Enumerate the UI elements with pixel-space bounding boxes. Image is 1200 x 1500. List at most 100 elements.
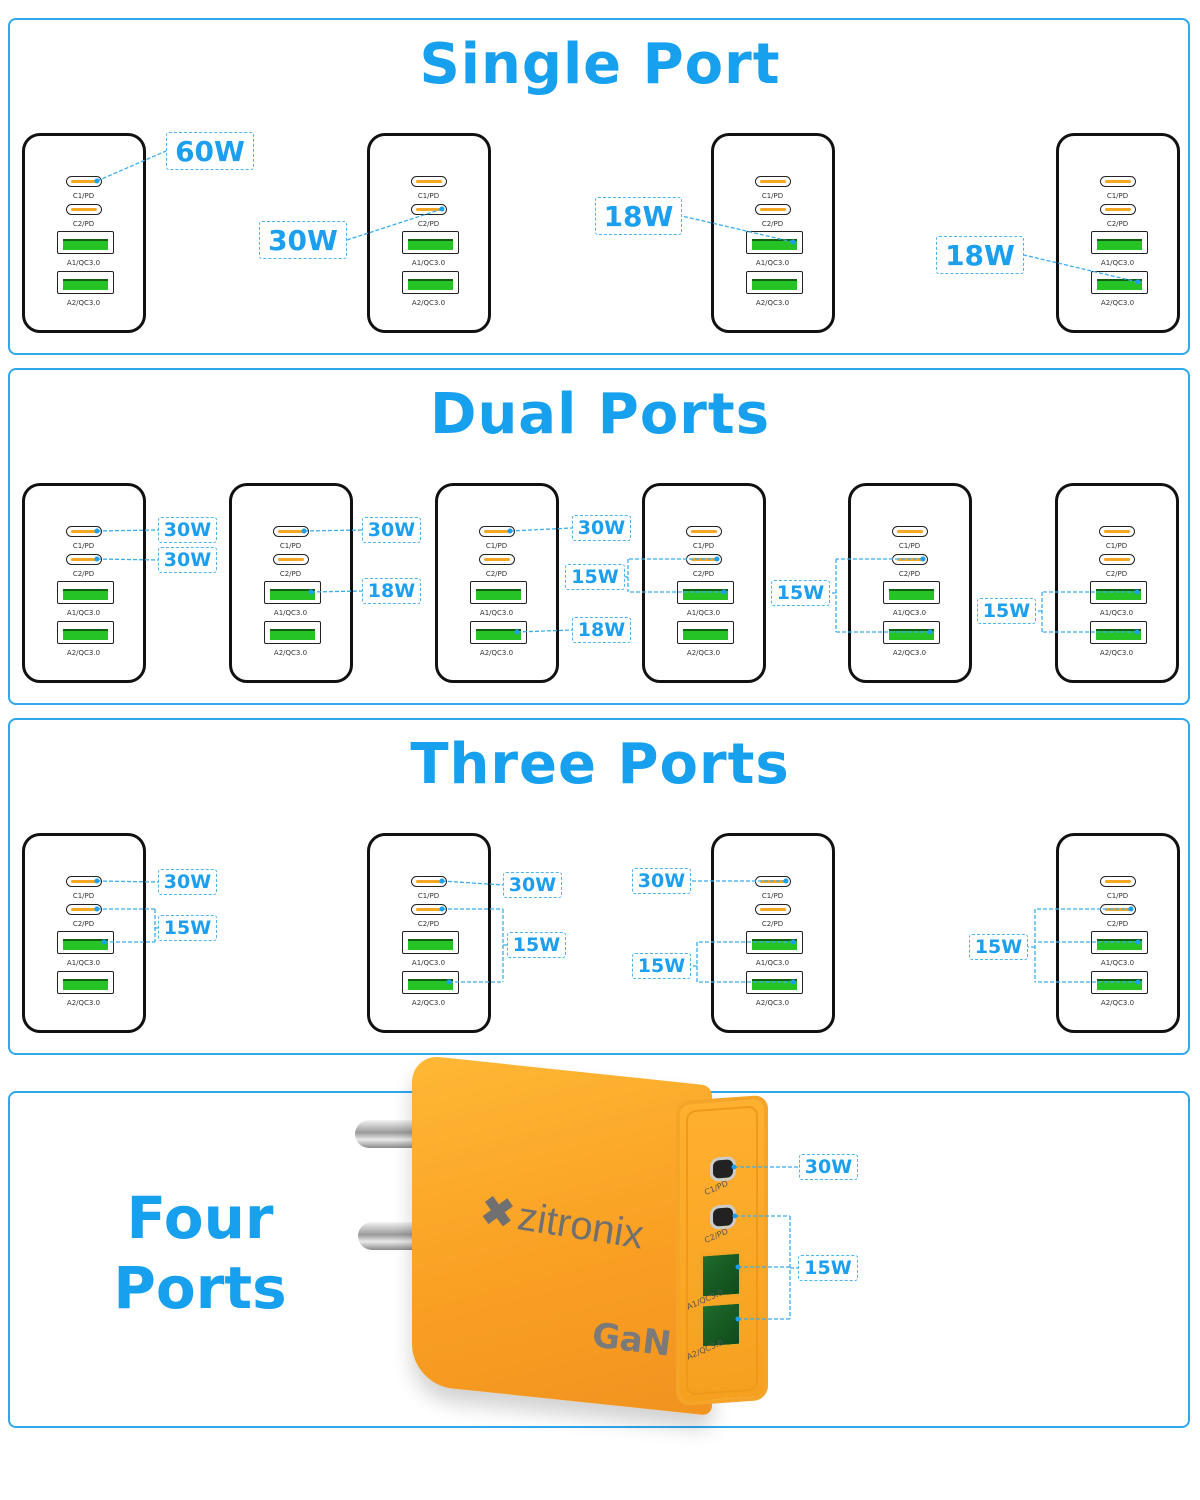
usb-c-port-c1	[66, 176, 102, 187]
port-label: A1/QC3.0	[755, 959, 790, 967]
port-label: A2/QC3.0	[686, 649, 721, 657]
usb-c-port-c2	[710, 1204, 736, 1230]
usb-a-port-a2	[883, 621, 940, 644]
usb-c-port-c1	[66, 876, 102, 887]
usb-c-slot	[760, 207, 786, 211]
port-label: A2/QC3.0	[755, 999, 790, 1007]
wattage-label: 30W	[158, 869, 217, 895]
port-label: C2/PD	[898, 570, 921, 578]
usb-a-slot	[1097, 979, 1142, 990]
wattage-label: 30W	[158, 547, 217, 573]
port-label: C2/PD	[1105, 570, 1128, 578]
usb-c-port-c2	[892, 554, 928, 565]
usb-c-slot	[71, 207, 97, 211]
port-label: A1/QC3.0	[755, 259, 790, 267]
usb-c-port-c1	[710, 1156, 736, 1182]
section-title: Dual Ports	[429, 382, 771, 447]
usb-a-port-a1	[1091, 931, 1148, 954]
port-label: A1/QC3.0	[66, 259, 101, 267]
usb-c-port-c1	[755, 176, 791, 187]
wattage-label: 15W	[158, 915, 217, 941]
usb-a-slot	[683, 629, 728, 640]
usb-c-port-c1	[1099, 526, 1135, 537]
section-three-ports	[8, 718, 1190, 1055]
usb-a-port-a1	[1090, 581, 1147, 604]
usb-c-port-c2	[273, 554, 309, 565]
usb-c-port-c2	[755, 204, 791, 215]
usb-a-port-a2	[746, 271, 803, 294]
usb-a-port-a2	[57, 621, 114, 644]
usb-a-port-a2	[264, 621, 321, 644]
port-label: C1/PD	[692, 542, 715, 550]
usb-a-slot	[752, 239, 797, 250]
port-label: C2/PD	[761, 220, 784, 228]
section-title: Three Ports	[410, 732, 790, 797]
usb-c-slot	[71, 529, 97, 533]
port-label: C1/PD	[898, 542, 921, 550]
usb-c-slot	[691, 557, 717, 561]
usb-a-port-a2	[1090, 621, 1147, 644]
usb-c-slot	[416, 907, 442, 911]
usb-c-slot	[278, 557, 304, 561]
wattage-label: 30W	[799, 1154, 858, 1180]
usb-a-slot	[408, 279, 453, 290]
usb-a-port-a1	[746, 931, 803, 954]
usb-a-slot	[408, 939, 453, 950]
wattage-label: 30W	[503, 872, 562, 898]
port-label: A1/QC3.0	[1100, 259, 1135, 267]
usb-a-slot	[1096, 589, 1141, 600]
port-label: C2/PD	[72, 570, 95, 578]
usb-c-port-c1	[66, 526, 102, 537]
port-label: C1/PD	[1106, 192, 1129, 200]
usb-a-slot	[63, 589, 108, 600]
usb-c-port-c2	[66, 554, 102, 565]
port-label: A2/QC3.0	[1100, 999, 1135, 1007]
usb-c-slot	[760, 179, 786, 183]
port-label: A2/QC3.0	[411, 299, 446, 307]
port-label: A1/QC3.0	[479, 609, 514, 617]
usb-a-port-a1	[746, 231, 803, 254]
usb-a-slot	[752, 939, 797, 950]
port-label: C2/PD	[485, 570, 508, 578]
section-title: Ports	[113, 1254, 287, 1322]
usb-a-port-a1	[57, 231, 114, 254]
port-label: C2/PD	[761, 920, 784, 928]
port-label: C1/PD	[279, 542, 302, 550]
port-label: A2/QC3.0	[411, 999, 446, 1007]
usb-a-port-a2	[402, 971, 459, 994]
usb-a-slot	[683, 589, 728, 600]
usb-a-slot	[889, 589, 934, 600]
port-label: A1/QC3.0	[411, 259, 446, 267]
usb-a-port-a2	[746, 971, 803, 994]
section-title: Four	[126, 1184, 274, 1252]
usb-a-slot	[1096, 629, 1141, 640]
usb-c-slot	[1105, 179, 1131, 183]
port-label: A1/QC3.0	[66, 959, 101, 967]
usb-a-port-a1	[264, 581, 321, 604]
usb-a-slot	[270, 629, 315, 640]
port-label: A1/QC3.0	[66, 609, 101, 617]
usb-c-port-c2	[686, 554, 722, 565]
wattage-label: 30W	[362, 517, 421, 543]
port-label: A1/QC3.0	[892, 609, 927, 617]
usb-a-port-a1	[402, 231, 459, 254]
wattage-label: 15W	[977, 598, 1036, 624]
wattage-label: 15W	[771, 580, 830, 606]
usb-c-port-c2	[1099, 554, 1135, 565]
wattage-label: 15W	[632, 953, 691, 979]
usb-c-port-c1	[411, 876, 447, 887]
usb-c-slot	[416, 207, 442, 211]
usb-c-slot	[1105, 907, 1131, 911]
usb-c-slot	[71, 907, 97, 911]
usb-a-slot	[476, 629, 521, 640]
port-label: C2/PD	[417, 920, 440, 928]
port-label: C2/PD	[1106, 220, 1129, 228]
usb-c-port-c2	[66, 204, 102, 215]
port-label: C2/PD	[72, 220, 95, 228]
